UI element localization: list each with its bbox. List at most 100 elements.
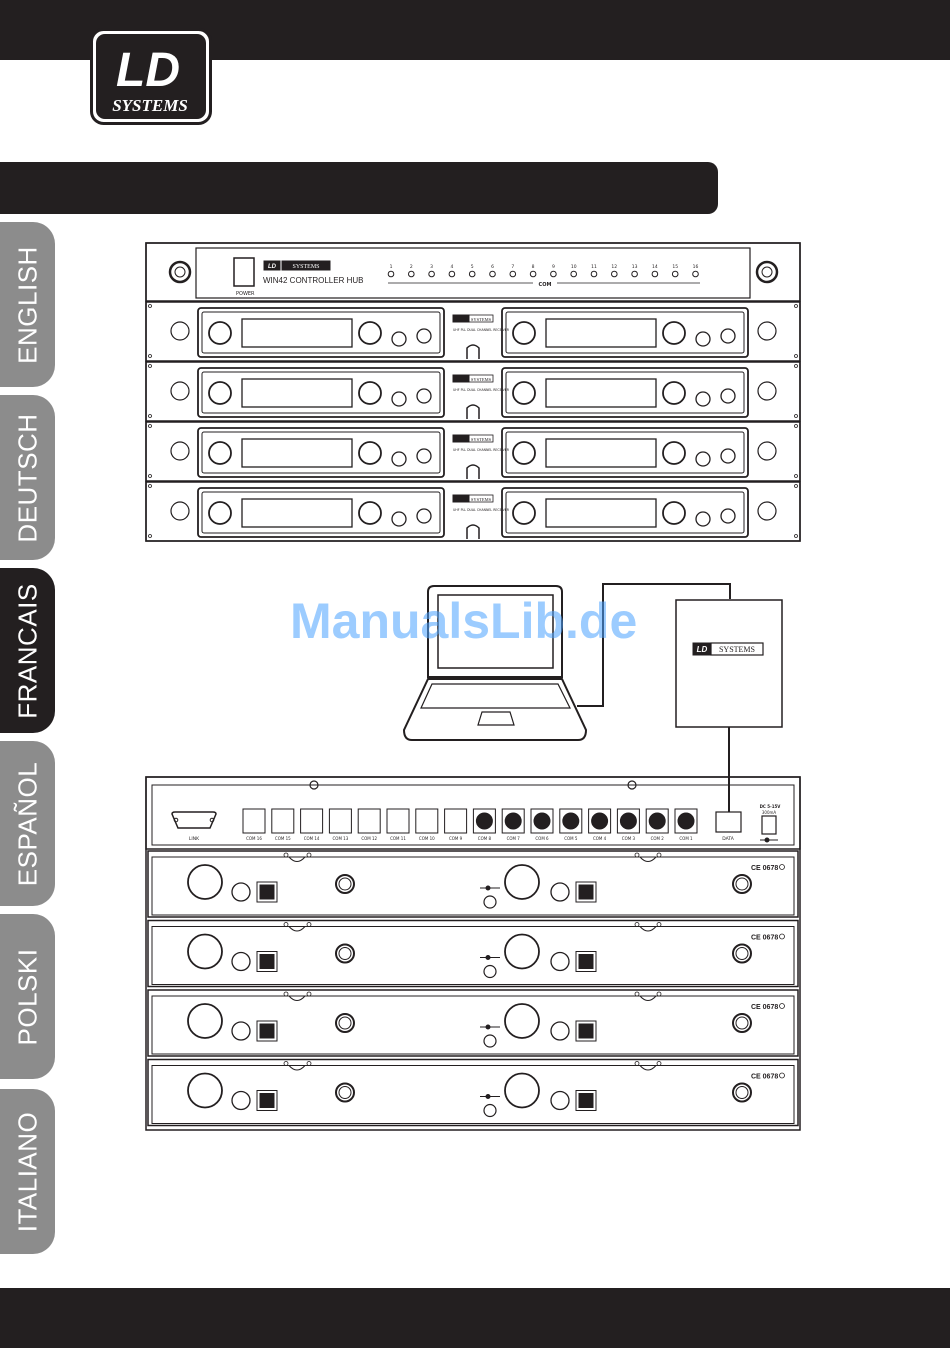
antenna-input	[732, 874, 752, 894]
bottom-footer-bar	[0, 1288, 950, 1348]
jack-output	[231, 951, 251, 972]
com-led-number: 6	[491, 264, 494, 270]
volume-knob	[512, 501, 536, 525]
xlr-output	[504, 1072, 540, 1109]
dc-jack	[761, 815, 777, 835]
section-title-bar	[0, 162, 718, 214]
switch-socket	[575, 1020, 597, 1042]
com-port-socket	[300, 808, 324, 834]
button	[695, 511, 711, 527]
switch	[259, 1093, 275, 1108]
receiver-channel-panel	[197, 307, 445, 358]
hub-brand-label: SYSTEMS	[292, 264, 319, 270]
com-port-label: COM 1	[679, 836, 693, 841]
receiver-brand-label: SYSTEMS	[471, 437, 492, 442]
com-led-number: 15	[672, 264, 678, 270]
com-port-socket	[415, 808, 439, 834]
com-led	[509, 270, 517, 278]
tab-espanol[interactable]: ESPAÑOL	[0, 741, 55, 906]
xlr-output	[504, 933, 540, 970]
tab-francais[interactable]: FRANCAIS	[0, 568, 55, 733]
lcd-display	[241, 318, 353, 348]
receiver-model-label: UHF PLL DUAL CHANNEL RECEIVER	[453, 508, 510, 512]
button	[416, 448, 432, 464]
receiver-model-label: UHF PLL DUAL CHANNEL RECEIVER	[453, 388, 510, 392]
receiver-model-label: UHF PLL DUAL CHANNEL RECEIVER	[453, 448, 510, 452]
com-port-socket	[386, 808, 410, 834]
watermark: ManualsLib.de	[290, 593, 638, 649]
ld-mini-logo	[452, 494, 470, 503]
jack-output	[550, 951, 570, 972]
tab-deutsch[interactable]: DEUTSCH	[0, 395, 55, 560]
rack-hole	[757, 381, 777, 401]
jack-output	[231, 1090, 251, 1111]
com-port-label: COM 11	[390, 836, 406, 841]
volume-knob	[512, 381, 536, 405]
com-port-label: COM 7	[507, 836, 521, 841]
com-port-label: COM 3	[622, 836, 636, 841]
power-switch	[233, 257, 255, 287]
svg-text:LD: LD	[697, 645, 708, 654]
com-led-number: 13	[632, 264, 638, 270]
link-port	[171, 811, 217, 829]
jack-output	[550, 882, 570, 902]
receiver-model-label: UHF PLL DUAL CHANNEL RECEIVER	[453, 328, 510, 332]
tab-english[interactable]: ENGLISH	[0, 222, 55, 387]
switch	[578, 1023, 594, 1039]
ce-mark: CE 0678	[751, 865, 778, 872]
com-label: COM	[539, 282, 552, 288]
com-led-number: 14	[652, 264, 658, 270]
xlr-output	[187, 933, 223, 970]
volume-knob	[512, 441, 536, 465]
touchpad	[477, 711, 515, 726]
com-led-number: 2	[410, 264, 413, 270]
antenna-connector	[466, 524, 480, 539]
com-port-socket	[472, 808, 496, 834]
switch-socket	[256, 1020, 278, 1042]
com-port-socket	[271, 808, 295, 834]
com-port-connected	[677, 812, 695, 830]
lcd-display	[545, 378, 657, 408]
tab-italiano[interactable]: ITALIANO	[0, 1089, 55, 1254]
com-port-socket	[616, 808, 640, 834]
switch-socket	[575, 951, 597, 972]
jack-output	[550, 1090, 570, 1111]
antenna-input	[335, 1082, 355, 1103]
com-port-socket	[501, 808, 525, 834]
com-port-socket	[328, 808, 352, 834]
lcd-display	[241, 378, 353, 408]
com-led-number: 16	[693, 264, 699, 270]
dc-label: DC 5-15V	[760, 804, 782, 809]
com-led	[570, 270, 578, 278]
button	[391, 451, 407, 467]
antenna-input	[335, 1013, 355, 1033]
com-port-label: COM 9	[449, 836, 463, 841]
data-label: DATA	[722, 836, 735, 842]
receiver-rear-unit: CE 0678	[147, 850, 799, 918]
com-port-label: COM 10	[419, 836, 435, 841]
com-port-socket	[588, 808, 612, 834]
dc-input	[483, 1103, 497, 1118]
xlr-output	[187, 1072, 223, 1109]
lcd-display	[241, 498, 353, 528]
dc-input	[483, 964, 497, 979]
tab-polski[interactable]: POLSKI	[0, 914, 55, 1079]
antenna-connector	[466, 464, 480, 479]
rack-hole	[757, 501, 777, 521]
jack-output	[550, 1021, 570, 1041]
switch	[259, 954, 275, 969]
antenna-input	[335, 943, 355, 964]
receiver-channel-panel	[501, 487, 749, 538]
switch	[578, 954, 594, 969]
switch	[578, 1093, 594, 1108]
receiver-channel-panel	[197, 487, 445, 538]
com-led-number: 9	[552, 264, 555, 270]
antenna-input	[732, 1082, 752, 1103]
lcd-display	[545, 498, 657, 528]
com-port-label: COM 8	[478, 836, 492, 841]
ce-mark: CE 0678	[751, 1074, 778, 1081]
volume-knob	[208, 381, 232, 405]
